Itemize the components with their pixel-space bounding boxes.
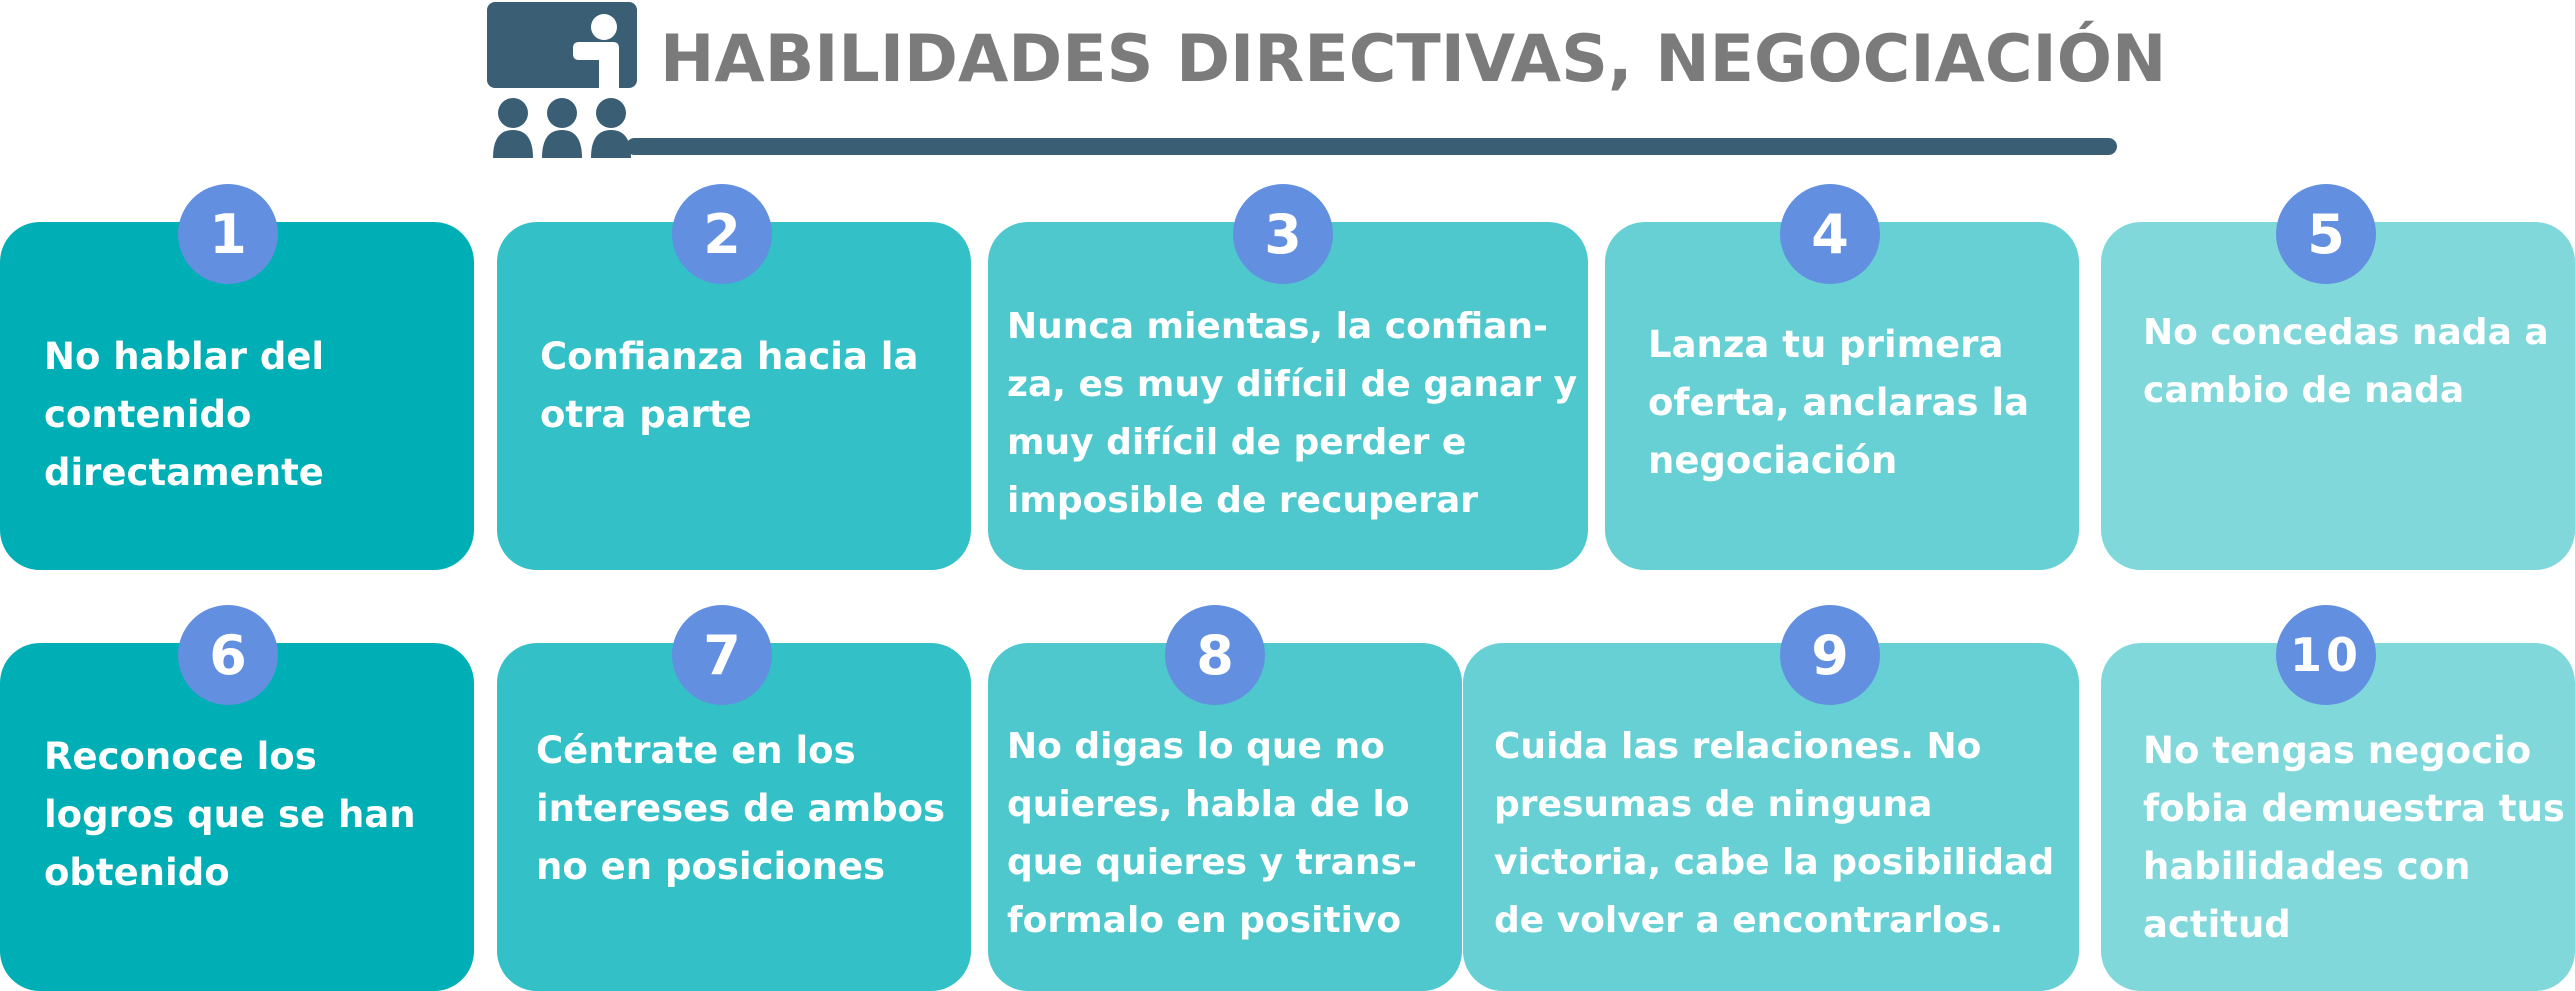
tip-number-badge: 2 — [672, 184, 772, 284]
tip-text: Nunca mientas, la confian-za, es muy dif… — [1007, 306, 1578, 521]
tip-number-badge: 8 — [1165, 605, 1265, 705]
tip-number-badge: 1 — [178, 184, 278, 284]
tip-card-9 — [1463, 643, 2079, 991]
tip-number-badge: 5 — [2276, 184, 2376, 284]
tip-number-badge: 9 — [1780, 605, 1880, 705]
title-underline — [626, 138, 2117, 155]
tip-number-badge: 4 — [1780, 184, 1880, 284]
classroom-presenter-icon — [487, 2, 637, 166]
tip-number-badge: 10 — [2276, 605, 2376, 705]
page-title: HABILIDADES DIRECTIVAS, NEGOCIACIÓN — [660, 22, 2167, 97]
tip-number-badge: 3 — [1233, 184, 1333, 284]
tip-number-badge: 6 — [178, 605, 278, 705]
tip-number-badge: 7 — [672, 605, 772, 705]
